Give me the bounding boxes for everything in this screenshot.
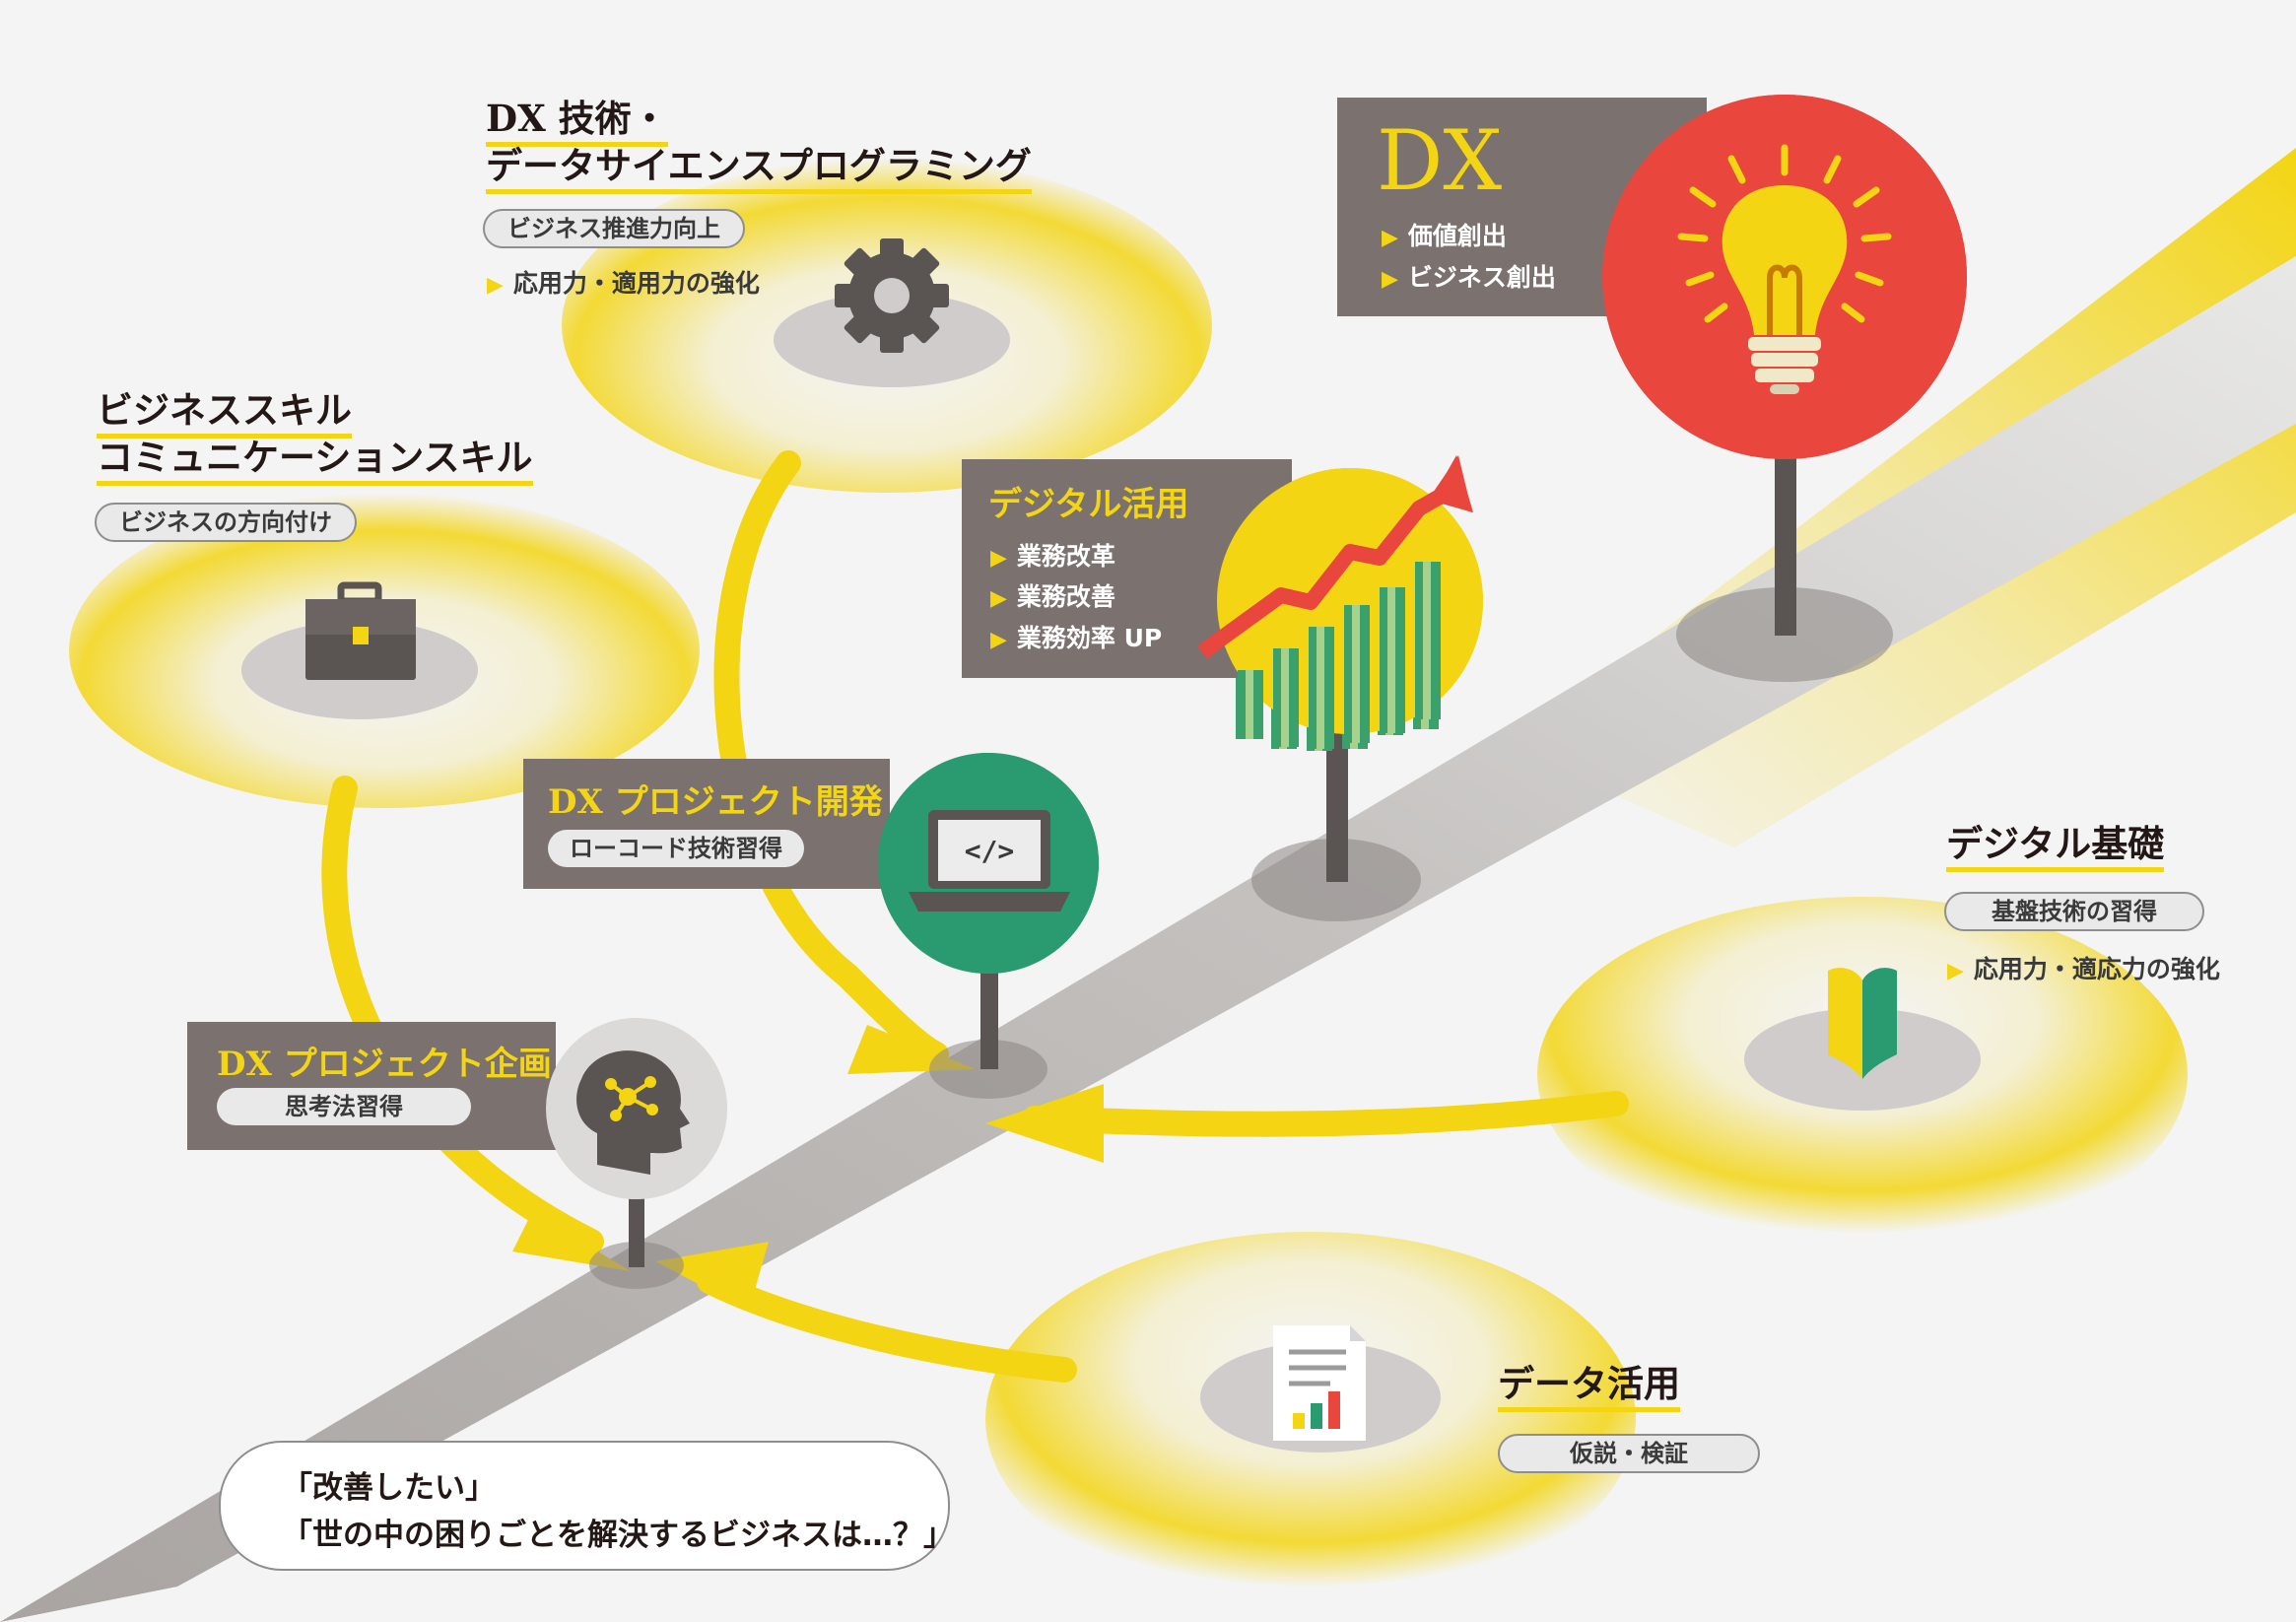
dx-tech-bullet: ▶ 応用力・適用力の強化 (487, 264, 760, 300)
pole-dx-dev (980, 956, 998, 1069)
business-skill-title-line-2: コミュニケーションスキル (97, 436, 533, 486)
dx-plan-box (187, 1022, 556, 1150)
dx-dev-title: DX プロジェクト開発 (548, 782, 883, 822)
business-skill-title-line-1: ビジネススキル (97, 388, 352, 439)
dx-plan-pill: 思考法習得 (217, 1088, 471, 1125)
digital-basics-pill: 基盤技術の習得 (1944, 892, 2204, 931)
business-skill-pill: ビジネスの方向付け (95, 503, 357, 542)
pole-dx-goal (1775, 424, 1796, 636)
digital-use-title: デジタル活用 (988, 485, 1189, 524)
arrow-data-to-plan (697, 1268, 1077, 1383)
digital-use-item-3-label: 業務効率 UP (1016, 624, 1163, 652)
dx-tech-bullet-label: 応用力・適用力の強化 (512, 269, 760, 298)
beginner-mark-icon (1828, 968, 1897, 1079)
data-use-title: データ活用 (1498, 1360, 1680, 1412)
dx-goal-item-2: ▶ ビジネス創出 (1382, 258, 1556, 294)
triangle-bullet-icon: ▶ (990, 628, 1007, 652)
speech-bubble: 「改善したい」 「世の中の困りごとを解決するビジネスは…？」 (219, 1441, 954, 1571)
briefcase-icon (305, 581, 416, 680)
triangle-bullet-icon: ▶ (487, 273, 504, 298)
pole-digital-use (1326, 729, 1348, 882)
arrowhead-basics (985, 1084, 1104, 1163)
triangle-bullet-icon: ▶ (990, 586, 1007, 611)
digital-use-item-1-label: 業務改革 (1016, 542, 1115, 571)
arrow-basics-to-dev (1022, 1091, 1629, 1137)
dx-dev-pill: ローコード技術習得 (548, 830, 804, 867)
svg-text:</>: </> (965, 834, 1015, 866)
dx-tech-pill: ビジネス推進力向上 (483, 209, 745, 248)
dx-goal-item-1-label: 価値創出 (1407, 222, 1507, 250)
digital-basics-title: デジタル基礎 (1946, 820, 2165, 872)
gear-icon (835, 238, 949, 353)
digital-use-item-1: ▶ 業務改革 (990, 537, 1115, 573)
speech-line-2: 「世の中の困りごとを解決するビジネスは…？」 (282, 1518, 954, 1553)
digital-use-item-2: ▶ 業務改善 (990, 577, 1115, 613)
triangle-bullet-icon: ▶ (1382, 226, 1398, 250)
dx-dev-box (523, 759, 890, 889)
digital-basics-bullet-label: 応用力・適応力の強化 (1973, 955, 2220, 983)
digital-basics-title-label: デジタル基礎 (1946, 822, 2165, 872)
triangle-bullet-icon: ▶ (1382, 267, 1398, 292)
digital-use-item-3: ▶ 業務効率 UP (990, 619, 1162, 654)
data-use-title-label: データ活用 (1498, 1362, 1680, 1412)
arrowhead-data (655, 1242, 769, 1311)
dx-tech-title: DX 技術・ データサイエンスプログラミング (486, 95, 1032, 194)
dx-tech-title-line-1: DX 技術・ (486, 97, 668, 147)
report-chart-icon (1273, 1325, 1366, 1441)
dx-goal-item-2-label: ビジネス創出 (1407, 263, 1556, 292)
dx-plan-title: DX プロジェクト企画 (217, 1045, 552, 1084)
dx-tech-title-line-2: データサイエンスプログラミング (486, 144, 1032, 194)
business-skill-title: ビジネススキル コミュニケーションスキル (97, 386, 533, 486)
laptop-code-icon: </> (909, 810, 1070, 912)
speech-line-1: 「改善したい」 (282, 1470, 496, 1506)
dx-goal-title: DX (1377, 112, 1503, 209)
digital-basics-bullet: ▶ 応用力・適応力の強化 (1947, 950, 2220, 985)
digital-use-item-2-label: 業務改善 (1016, 582, 1115, 611)
triangle-bullet-icon: ▶ (1947, 959, 1964, 983)
pole-dx-plan (629, 1192, 644, 1267)
triangle-bullet-icon: ▶ (990, 546, 1007, 571)
dx-goal-item-1: ▶ 価値創出 (1382, 217, 1507, 252)
data-use-pill: 仮説・検証 (1498, 1434, 1760, 1473)
